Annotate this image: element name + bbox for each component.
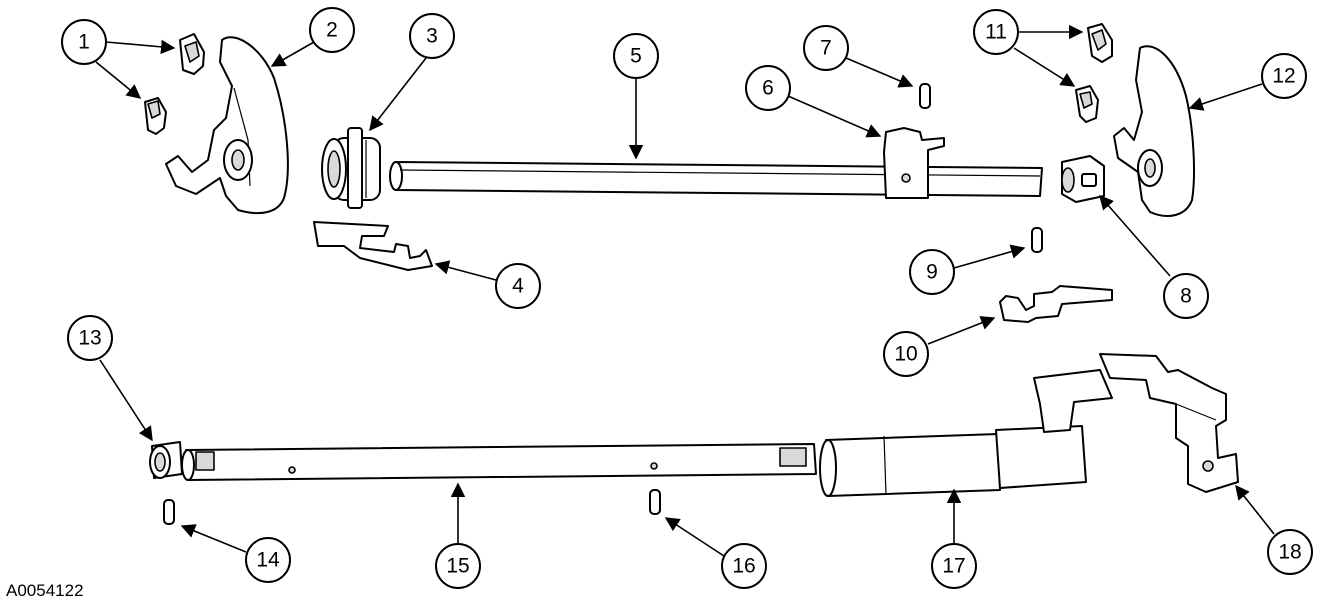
callout-number: 12 — [1272, 65, 1295, 88]
callout-number: 3 — [426, 25, 438, 48]
callout-1: 1 — [61, 19, 176, 99]
interlock-plate-part — [313, 221, 433, 271]
shift-rail-block-part — [819, 369, 1113, 497]
callout-number: 18 — [1278, 541, 1301, 564]
roll-pin-upper-part — [919, 83, 931, 109]
callout-number: 15 — [446, 555, 469, 578]
callout-17: 17 — [931, 488, 977, 589]
roll-pin-lower-left-part — [163, 499, 175, 525]
roll-pin-right-part — [1031, 227, 1043, 253]
callout-13: 13 — [67, 315, 153, 442]
callout-5: 5 — [613, 33, 659, 160]
callout-7: 7 — [803, 25, 914, 88]
callout-number: 14 — [256, 549, 280, 572]
callout-number: 7 — [820, 37, 832, 60]
callout-14: 14 — [180, 524, 291, 583]
shift-fork-lower-right-part — [1099, 353, 1239, 493]
selector-block-part — [1061, 155, 1105, 203]
callout-number: 17 — [942, 555, 965, 578]
callout-number: 2 — [326, 19, 338, 42]
callout-8: 8 — [1099, 194, 1209, 319]
interlock-plate-right-part — [999, 285, 1113, 323]
figure-id-label: A0054122 — [6, 581, 84, 600]
shift-rail-upper-part — [389, 161, 1043, 197]
callout-number: 6 — [762, 77, 774, 100]
callout-number: 13 — [78, 327, 101, 350]
callout-number: 8 — [1180, 285, 1192, 308]
callout-number: 1 — [78, 31, 90, 54]
clip-right-upper-part — [1087, 23, 1113, 63]
callout-11: 11 — [973, 9, 1084, 87]
callout-number: 4 — [512, 275, 524, 298]
callout-12: 12 — [1188, 53, 1307, 111]
callout-number: 9 — [926, 261, 938, 284]
callout-number: 5 — [630, 45, 642, 68]
shift-hub-part — [321, 127, 381, 209]
callout-10: 10 — [883, 316, 996, 377]
callout-6: 6 — [745, 65, 882, 138]
callout-number: 10 — [894, 343, 917, 366]
callout-number: 16 — [732, 555, 755, 578]
shift-rail-lower-part — [181, 443, 817, 481]
callout-18: 18 — [1235, 484, 1313, 575]
callout-2: 2 — [270, 7, 355, 67]
roll-pin-lower-middle-part — [649, 489, 661, 515]
clip-upper-part — [179, 33, 205, 75]
rail-collar-part — [883, 127, 945, 199]
shift-fork-left-part — [165, 36, 289, 215]
callout-3: 3 — [369, 13, 455, 132]
callout-4: 4 — [434, 260, 541, 309]
callout-number: 11 — [985, 21, 1007, 44]
clip-right-lower-part — [1075, 85, 1099, 123]
end-bushing-part — [149, 441, 183, 479]
callout-16: 16 — [664, 517, 767, 589]
clip-lower-part — [144, 97, 167, 135]
callout-15: 15 — [435, 482, 481, 589]
callout-9: 9 — [909, 244, 1026, 295]
shift-fork-right-part — [1113, 45, 1195, 217]
